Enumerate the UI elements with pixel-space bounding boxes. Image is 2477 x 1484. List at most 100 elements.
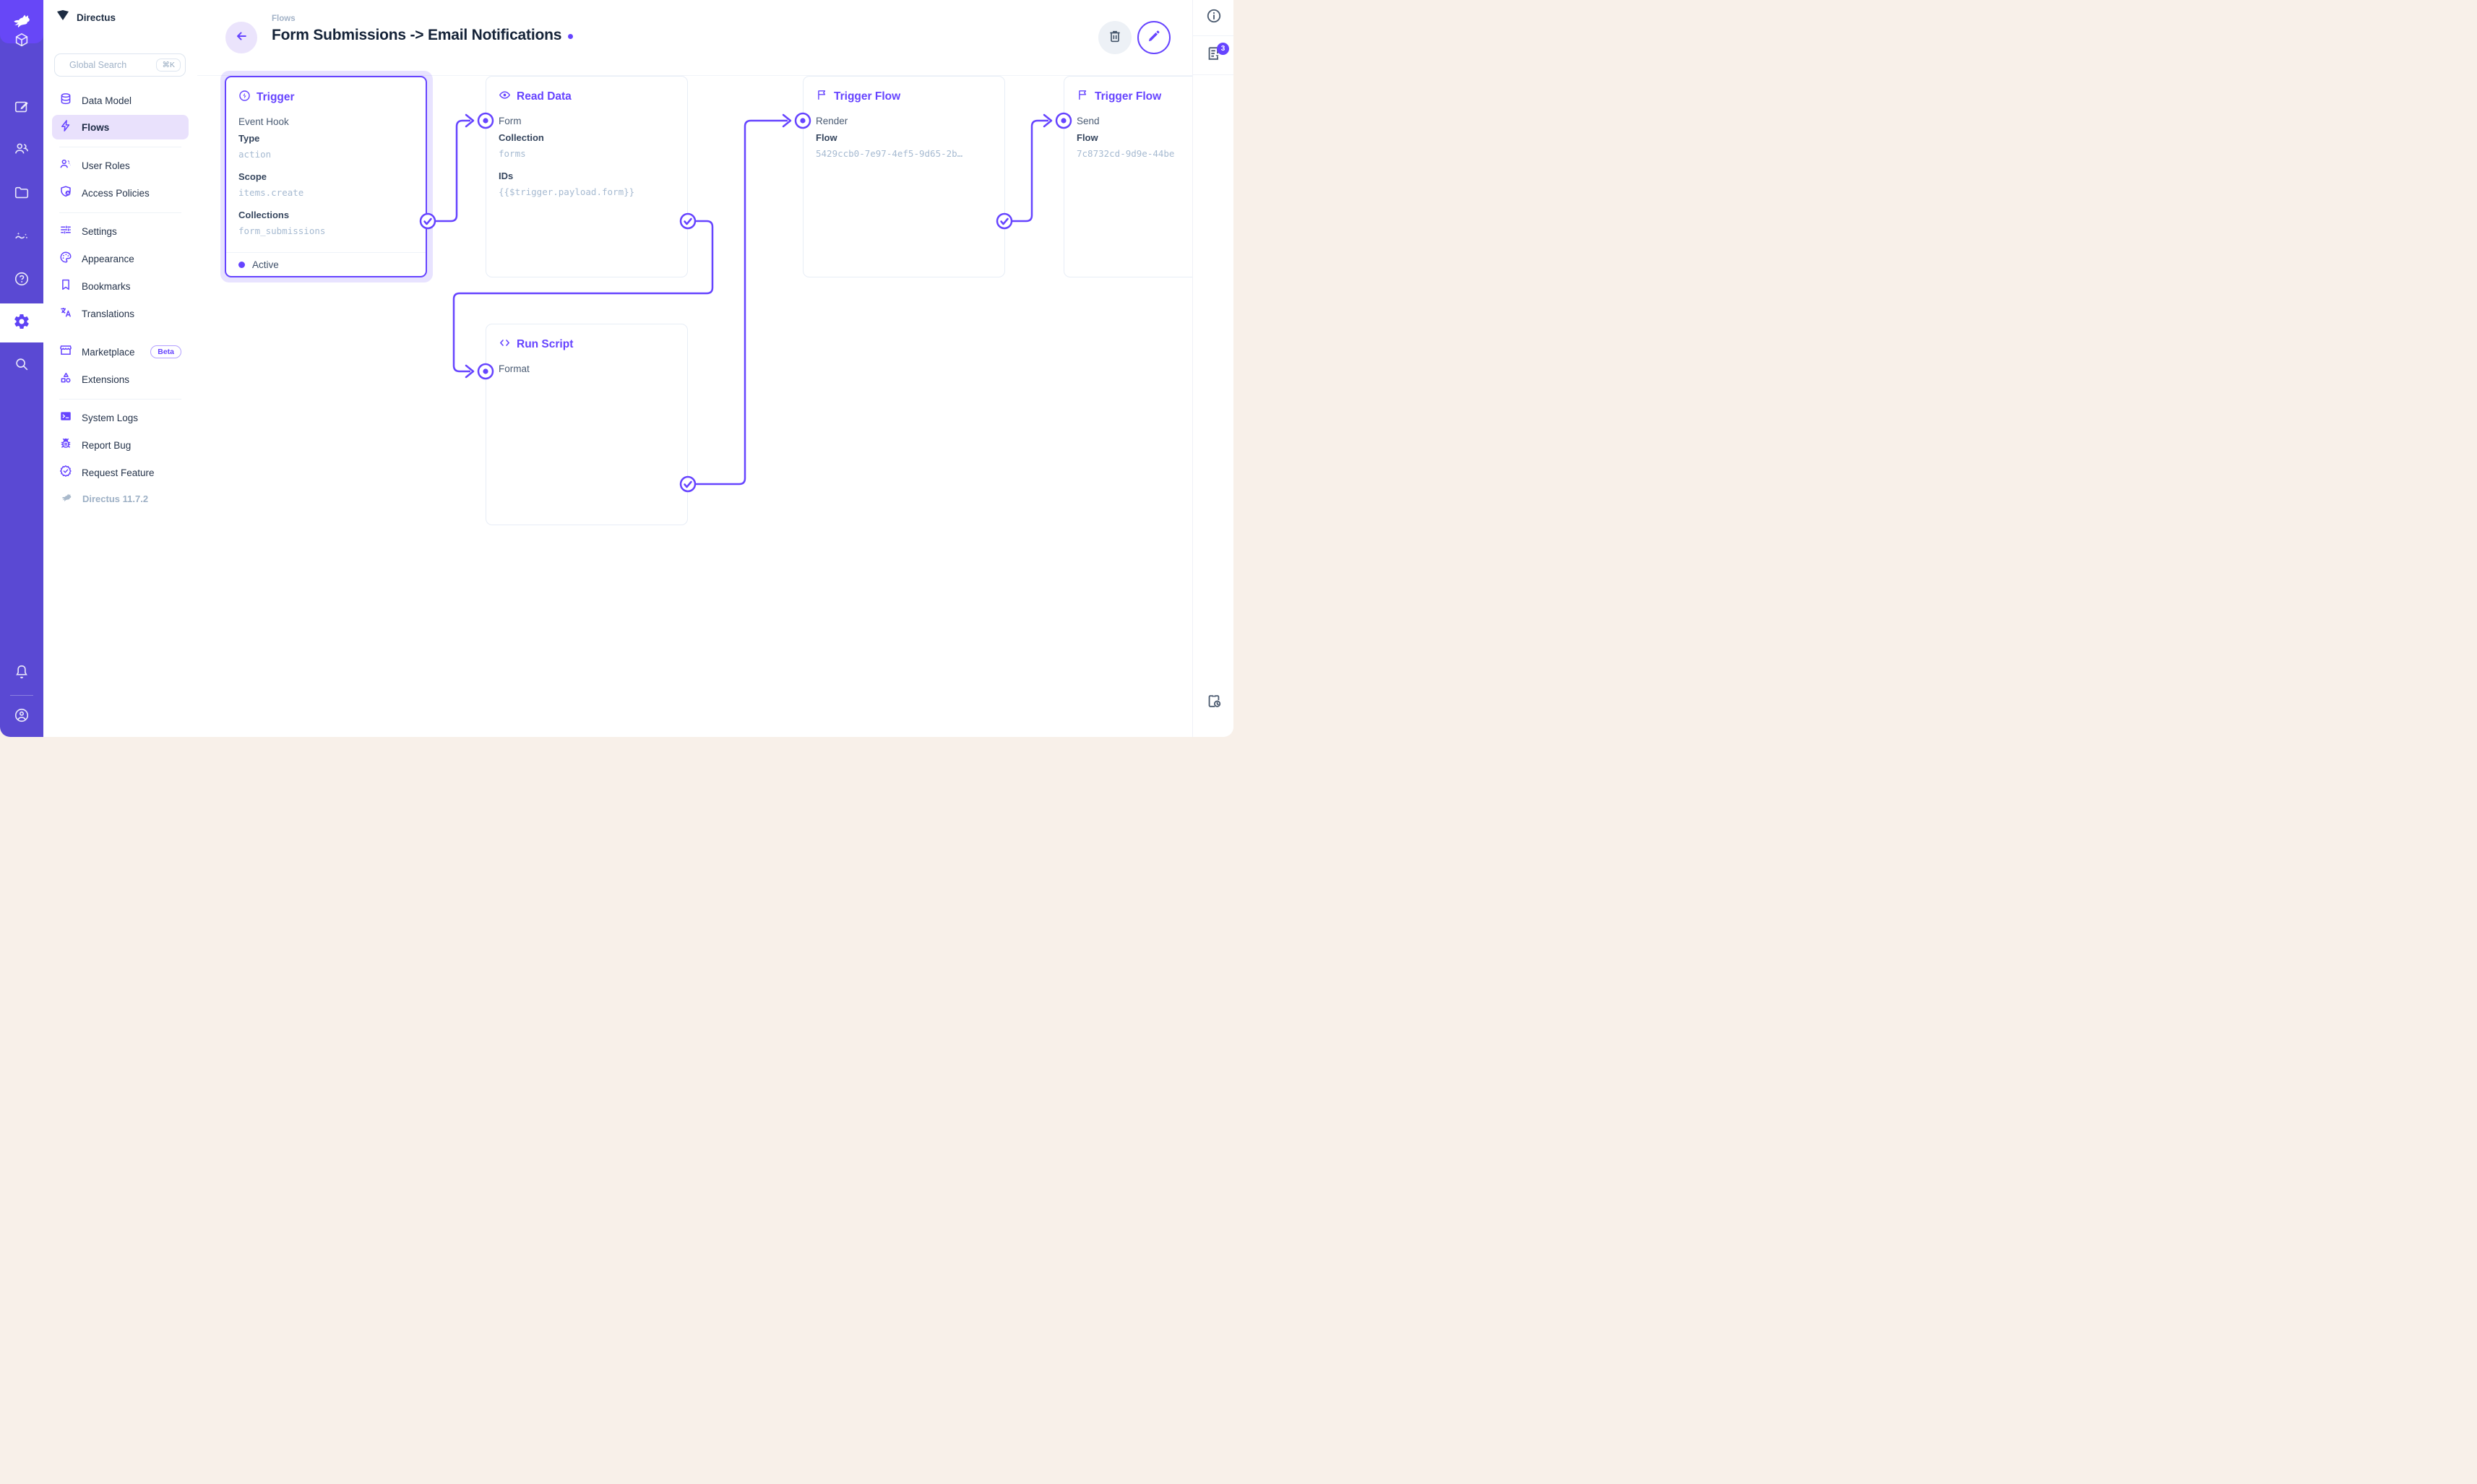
bolt-icon bbox=[59, 119, 72, 136]
run-script-panel-title: Run Script bbox=[517, 338, 574, 350]
sidebar-item-label: Access Policies bbox=[82, 187, 150, 199]
trigger-flow-send-flow-value: 7c8732cd-9d9e-44be bbox=[1077, 148, 1175, 159]
sidebar-item-data-model[interactable]: Data Model bbox=[52, 88, 189, 113]
palette-icon bbox=[59, 251, 72, 267]
delete-flow-button[interactable] bbox=[1098, 21, 1132, 54]
sidebar-item-label: Settings bbox=[82, 225, 117, 237]
flow-panel-trigger-flow-send[interactable]: Trigger Flow Send Flow 7c8732cd-9d9e-44b… bbox=[1064, 76, 1192, 277]
sidebar-item-flows[interactable]: Flows bbox=[52, 115, 189, 139]
edit-flow-button[interactable] bbox=[1137, 21, 1171, 54]
sidebar-item-access-policies[interactable]: Access Policies bbox=[52, 181, 189, 205]
insights-icon bbox=[14, 228, 30, 248]
bookmark-icon bbox=[59, 278, 72, 295]
arrowhead-icon bbox=[465, 113, 475, 128]
flow-panel-read-data[interactable]: Read Data Form Collection forms IDs {{$t… bbox=[486, 76, 688, 277]
trigger-panel-title: Trigger bbox=[257, 91, 295, 103]
sidebar-item-extensions[interactable]: Extensions bbox=[52, 367, 189, 392]
global-search[interactable]: ⌘K bbox=[54, 53, 186, 77]
logs-sidebar-button[interactable]: 3 bbox=[1193, 36, 1233, 75]
flag-icon bbox=[816, 89, 828, 105]
module-editor-button[interactable] bbox=[0, 92, 43, 124]
read-data-collection-value: forms bbox=[499, 148, 526, 159]
sidebar-item-label: System Logs bbox=[82, 412, 139, 423]
global-search-input[interactable] bbox=[69, 60, 146, 70]
page-title: Form Submissions -> Email Notifications bbox=[272, 27, 562, 43]
sidebar-item-label: Bookmarks bbox=[82, 280, 131, 292]
trigger-type-label: Type bbox=[238, 133, 260, 144]
account-button[interactable] bbox=[0, 701, 43, 733]
read-data-ids-value: {{$trigger.payload.form}} bbox=[499, 186, 635, 197]
sidebar-item-user-roles[interactable]: User Roles bbox=[52, 153, 189, 178]
read-data-panel-header: Read Data bbox=[499, 89, 676, 105]
sidebar-item-system-logs[interactable]: System Logs bbox=[52, 405, 189, 430]
module-settings-button-active[interactable] bbox=[0, 303, 43, 342]
sidebar-item-label: Flows bbox=[82, 121, 110, 133]
trash-icon bbox=[1108, 29, 1122, 47]
trigger-flow-send-title: Trigger Flow bbox=[1095, 90, 1162, 103]
sidebar-item-report-bug[interactable]: Report Bug bbox=[52, 433, 189, 457]
module-bar-divider bbox=[10, 695, 33, 696]
connector-trigger-flow-render-to-send bbox=[1004, 119, 1048, 223]
sidebar-item-label: Request Feature bbox=[82, 467, 155, 478]
trigger-flow-send-header: Trigger Flow bbox=[1077, 89, 1192, 105]
revisions-button[interactable] bbox=[1193, 682, 1233, 722]
trigger-flow-render-title: Trigger Flow bbox=[834, 90, 901, 103]
sidebar-item-label: Report Bug bbox=[82, 439, 132, 451]
clipboard-clock-icon bbox=[1206, 693, 1222, 712]
sidebar-item-request-feature[interactable]: Request Feature bbox=[52, 460, 189, 485]
sidebar-item-bookmarks[interactable]: Bookmarks bbox=[52, 274, 189, 298]
flow-panel-trigger[interactable]: Trigger Event Hook Type action Scope ite… bbox=[225, 76, 427, 277]
module-users-button[interactable] bbox=[0, 134, 43, 166]
trigger-flow-render-header: Trigger Flow bbox=[816, 89, 994, 105]
flow-panel-run-script[interactable]: Run Script Format bbox=[486, 324, 688, 525]
directus-rabbit-icon bbox=[10, 12, 33, 33]
directus-logo-button[interactable] bbox=[0, 0, 43, 43]
trigger-type-value: action bbox=[238, 149, 272, 160]
trigger-panel-header: Trigger bbox=[238, 90, 415, 105]
sidebar-item-label: User Roles bbox=[82, 160, 130, 171]
gear-icon bbox=[13, 313, 30, 334]
breadcrumb[interactable]: Flows bbox=[272, 14, 296, 23]
module-search-button[interactable] bbox=[0, 350, 43, 381]
run-script-input-label: Format bbox=[499, 363, 530, 374]
right-rail: 3 bbox=[1192, 0, 1233, 737]
notifications-button[interactable] bbox=[0, 657, 43, 689]
flow-panel-trigger-flow-render[interactable]: Trigger Flow Render Flow 5429ccb0-7e97-4… bbox=[803, 76, 1005, 277]
module-bar bbox=[0, 0, 43, 737]
directus-rabbit-icon-gray bbox=[59, 492, 74, 506]
module-insights-button[interactable] bbox=[0, 222, 43, 254]
module-content-button[interactable] bbox=[0, 26, 43, 58]
flow-canvas[interactable]: Trigger Event Hook Type action Scope ite… bbox=[197, 71, 1192, 737]
shapes-icon bbox=[59, 371, 72, 388]
sidebar-item-translations[interactable]: Translations bbox=[52, 301, 189, 326]
edit-icon bbox=[14, 99, 30, 118]
folder-icon bbox=[14, 185, 30, 204]
people-icon bbox=[59, 158, 72, 174]
nav-sidebar: Directus ⌘K Data Model Flows User Roles … bbox=[43, 0, 197, 737]
project-switcher[interactable]: Directus bbox=[56, 10, 116, 25]
status-dot bbox=[238, 261, 245, 268]
pencil-icon bbox=[1147, 29, 1161, 47]
users-icon bbox=[14, 141, 30, 160]
read-data-collection-label: Collection bbox=[499, 132, 544, 143]
trigger-scope-value: items.create bbox=[238, 187, 304, 198]
trigger-collections-value: form_submissions bbox=[238, 225, 326, 236]
sidebar-item-label: Marketplace bbox=[82, 346, 135, 358]
trigger-flow-send-flow-label: Flow bbox=[1077, 132, 1098, 143]
module-help-button[interactable] bbox=[0, 264, 43, 296]
sidebar-item-appearance[interactable]: Appearance bbox=[52, 246, 189, 271]
connector-run-script-to-trigger-flow-render bbox=[688, 119, 788, 486]
info-sidebar-button[interactable] bbox=[1193, 0, 1233, 36]
sidebar-item-marketplace[interactable]: Marketplace Beta bbox=[52, 340, 189, 364]
trigger-collections-label: Collections bbox=[238, 210, 290, 220]
flow-color-dot bbox=[568, 34, 574, 39]
trigger-kind: Event Hook bbox=[238, 116, 289, 127]
sidebar-item-settings[interactable]: Settings bbox=[52, 219, 189, 243]
trigger-flow-render-flow-label: Flow bbox=[816, 132, 837, 143]
translate-icon bbox=[59, 306, 72, 322]
version-info: Directus 11.7.2 bbox=[59, 492, 148, 506]
bolt-circle-icon bbox=[238, 90, 251, 105]
module-files-button[interactable] bbox=[0, 178, 43, 210]
code-icon bbox=[499, 337, 511, 353]
back-button[interactable] bbox=[225, 22, 257, 53]
